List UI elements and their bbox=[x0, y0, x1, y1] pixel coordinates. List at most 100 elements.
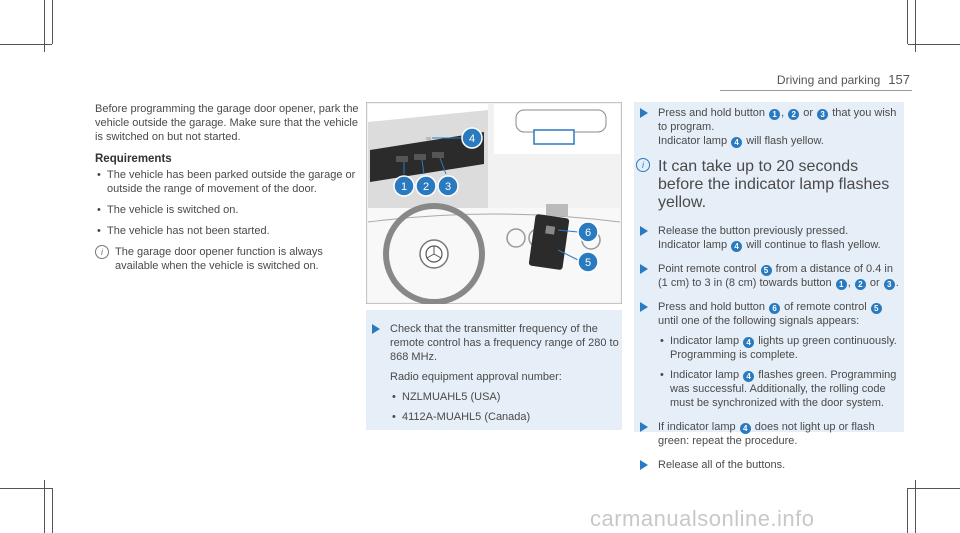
step-release-button: Release the button previously pressed. In… bbox=[634, 224, 904, 252]
interior-svg: 1 2 3 4 6 5 bbox=[365, 101, 623, 305]
tip-note: i It can take up to 20 seconds before th… bbox=[634, 158, 904, 212]
text: Release the button previously pressed. bbox=[658, 225, 849, 237]
list-item: 4112A-MUAHL5 (Canada) bbox=[390, 410, 622, 424]
step-check-frequency: Check that the transmitter frequency of … bbox=[366, 322, 622, 424]
badge-1: 1 bbox=[835, 279, 847, 290]
step-text: Check that the transmitter frequency of … bbox=[390, 323, 619, 363]
step-release-all: Release all of the buttons. bbox=[634, 458, 904, 472]
badge-4: 4 bbox=[743, 337, 755, 348]
step-arrow-icon bbox=[640, 108, 648, 118]
list-item: The vehicle has not been started. bbox=[95, 224, 360, 238]
info-icon: i bbox=[95, 245, 109, 259]
text: or bbox=[869, 277, 880, 289]
frequency-steps: Check that the transmitter frequency of … bbox=[366, 310, 622, 430]
step-arrow-icon bbox=[640, 226, 648, 236]
step-press-remote: Press and hold button 6 of remote contro… bbox=[634, 300, 904, 410]
list-item: Indicator lamp 4 lights up green continu… bbox=[658, 334, 904, 362]
text: . bbox=[895, 277, 899, 289]
callout-6-label: 6 bbox=[585, 227, 591, 239]
text: will flash yellow. bbox=[746, 135, 824, 147]
garage-opener-illustration: 1 2 3 4 6 5 bbox=[365, 101, 623, 305]
badge-1: 1 bbox=[769, 109, 781, 120]
header-rule bbox=[720, 90, 912, 91]
approval-list: NZLMUAHL5 (USA) 4112A-MUAHL5 (Canada) bbox=[390, 390, 622, 424]
crop-mark bbox=[907, 488, 908, 533]
step-arrow-icon bbox=[640, 460, 648, 470]
intro-text: Before programming the garage door opene… bbox=[95, 103, 359, 143]
text: Indicator lamp bbox=[658, 239, 728, 251]
text: does not light up or flash green: repeat… bbox=[658, 421, 875, 447]
callout-2 bbox=[415, 175, 437, 197]
badge-4: 4 bbox=[739, 423, 751, 434]
button-3 bbox=[432, 152, 444, 158]
section-title: Driving and parking bbox=[776, 73, 881, 87]
crop-mark bbox=[908, 488, 960, 489]
crop-mark bbox=[44, 0, 45, 52]
watermark: carmanualsonline.info bbox=[590, 506, 815, 531]
text: Indicator lamp bbox=[658, 135, 728, 147]
button-1 bbox=[396, 156, 408, 162]
badge-4: 4 bbox=[743, 371, 755, 382]
tip-text: It can take up to 20 seconds before the … bbox=[658, 158, 890, 211]
info-note: i The garage door opener function is alw… bbox=[95, 245, 360, 273]
signal-list: Indicator lamp 4 lights up green continu… bbox=[658, 334, 904, 410]
text: from a distance of 0.4 in (1 cm) to 3 in… bbox=[658, 263, 893, 289]
text: that you wish to program. bbox=[658, 107, 897, 133]
callout-1 bbox=[393, 175, 415, 197]
callout-3 bbox=[437, 175, 459, 197]
crop-mark bbox=[915, 0, 916, 52]
text: Indicator lamp bbox=[670, 369, 740, 381]
requirements-heading: Requirements bbox=[95, 153, 172, 165]
list-item: Indicator lamp 4 flashes green. Programm… bbox=[658, 368, 904, 410]
callout-4-label: 4 bbox=[469, 133, 475, 145]
callout-6 bbox=[577, 221, 599, 243]
indicator-lamp bbox=[426, 137, 431, 140]
badge-5: 5 bbox=[870, 303, 882, 314]
step-point-remote: Point remote control 5 from a distance o… bbox=[634, 262, 904, 290]
page-header: Driving and parking 157 bbox=[777, 72, 910, 87]
badge-6: 6 bbox=[769, 303, 781, 314]
step-arrow-icon bbox=[372, 324, 380, 334]
text: will continue to flash yellow. bbox=[746, 239, 881, 251]
crop-mark bbox=[915, 480, 916, 533]
crop-mark bbox=[52, 488, 53, 533]
badge-2: 2 bbox=[854, 279, 866, 290]
mirror-highlight bbox=[533, 129, 575, 145]
list-item: The vehicle has been parked outside the … bbox=[95, 168, 360, 196]
info-icon: i bbox=[636, 158, 650, 172]
list-item: NZLMUAHL5 (USA) bbox=[390, 390, 622, 404]
list-item: The vehicle is switched on. bbox=[95, 203, 360, 217]
badge-4: 4 bbox=[731, 241, 743, 252]
text: or bbox=[803, 107, 814, 119]
callout-2-label: 2 bbox=[423, 181, 429, 193]
step-arrow-icon bbox=[640, 264, 648, 274]
text: of remote control bbox=[784, 301, 867, 313]
approval-label: Radio equipment approval number: bbox=[390, 371, 562, 383]
step-press-button: Press and hold button 1, 2 or 3 that you… bbox=[634, 106, 904, 148]
note-text: The garage door opener function is alway… bbox=[115, 246, 323, 272]
callout-4 bbox=[461, 127, 483, 149]
text: Indicator lamp bbox=[670, 335, 740, 347]
step-arrow-icon bbox=[640, 422, 648, 432]
badge-4: 4 bbox=[731, 137, 743, 148]
crop-mark bbox=[44, 480, 45, 533]
crop-mark bbox=[908, 44, 960, 45]
steering-wheel bbox=[383, 203, 485, 305]
badge-3: 3 bbox=[817, 109, 829, 120]
text: Press and hold button bbox=[658, 107, 766, 119]
programming-steps: Press and hold button 1, 2 or 3 that you… bbox=[634, 102, 904, 471]
text: Release all of the buttons. bbox=[658, 459, 786, 471]
text: , bbox=[781, 107, 785, 119]
rearview-mirror bbox=[515, 109, 607, 133]
crop-mark bbox=[0, 44, 52, 45]
crop-mark bbox=[52, 0, 53, 44]
step-arrow-icon bbox=[640, 302, 648, 312]
callout-5-label: 5 bbox=[585, 257, 591, 269]
overhead-console bbox=[370, 132, 484, 182]
page-number: 157 bbox=[888, 72, 910, 87]
badge-5: 5 bbox=[760, 265, 772, 276]
step-repeat: If indicator lamp 4 does not light up or… bbox=[634, 420, 904, 448]
text: until one of the following signals appea… bbox=[658, 315, 860, 327]
intro-column: Before programming the garage door opene… bbox=[95, 102, 360, 273]
button-2 bbox=[414, 154, 426, 160]
